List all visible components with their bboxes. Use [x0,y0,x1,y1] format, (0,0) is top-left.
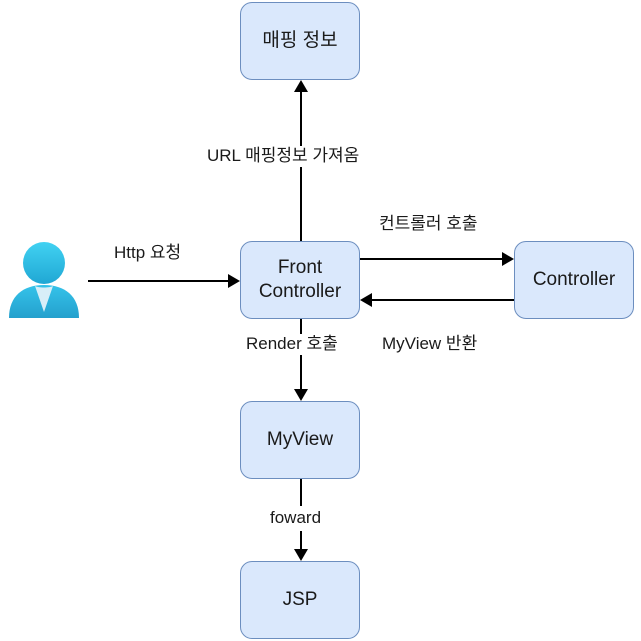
edge-arrow-url-mapping [294,80,308,92]
node-front-controller[interactable]: Front Controller [240,241,360,319]
edge-line-forward-top [300,479,302,506]
edge-label-render-call: Render 호출 [242,334,342,355]
node-controller[interactable]: Controller [514,241,634,319]
edge-line-myview-return [372,299,514,301]
edge-label-myview-return: MyView 반환 [378,334,482,355]
edge-line-http-request [88,280,228,282]
edge-line-forward-bottom [300,531,302,549]
edge-arrow-myview-return [360,293,372,307]
edge-label-controller-call: 컨트롤러 호출 [375,214,482,235]
node-mapping-info[interactable]: 매핑 정보 [240,2,360,80]
edge-line-controller-call [360,258,502,260]
edge-arrow-render-call [294,389,308,401]
edge-arrow-controller-call [502,252,514,266]
edge-label-forward: foward [266,508,326,529]
edge-label-http-request: Http 요청 [110,243,186,264]
user-actor-icon [5,240,83,318]
node-jsp[interactable]: JSP [240,561,360,639]
edge-label-url-mapping: URL 매핑정보 가져옴 [203,146,364,167]
edge-arrow-http-request [228,274,240,288]
edge-arrow-forward [294,549,308,561]
node-myview[interactable]: MyView [240,401,360,479]
